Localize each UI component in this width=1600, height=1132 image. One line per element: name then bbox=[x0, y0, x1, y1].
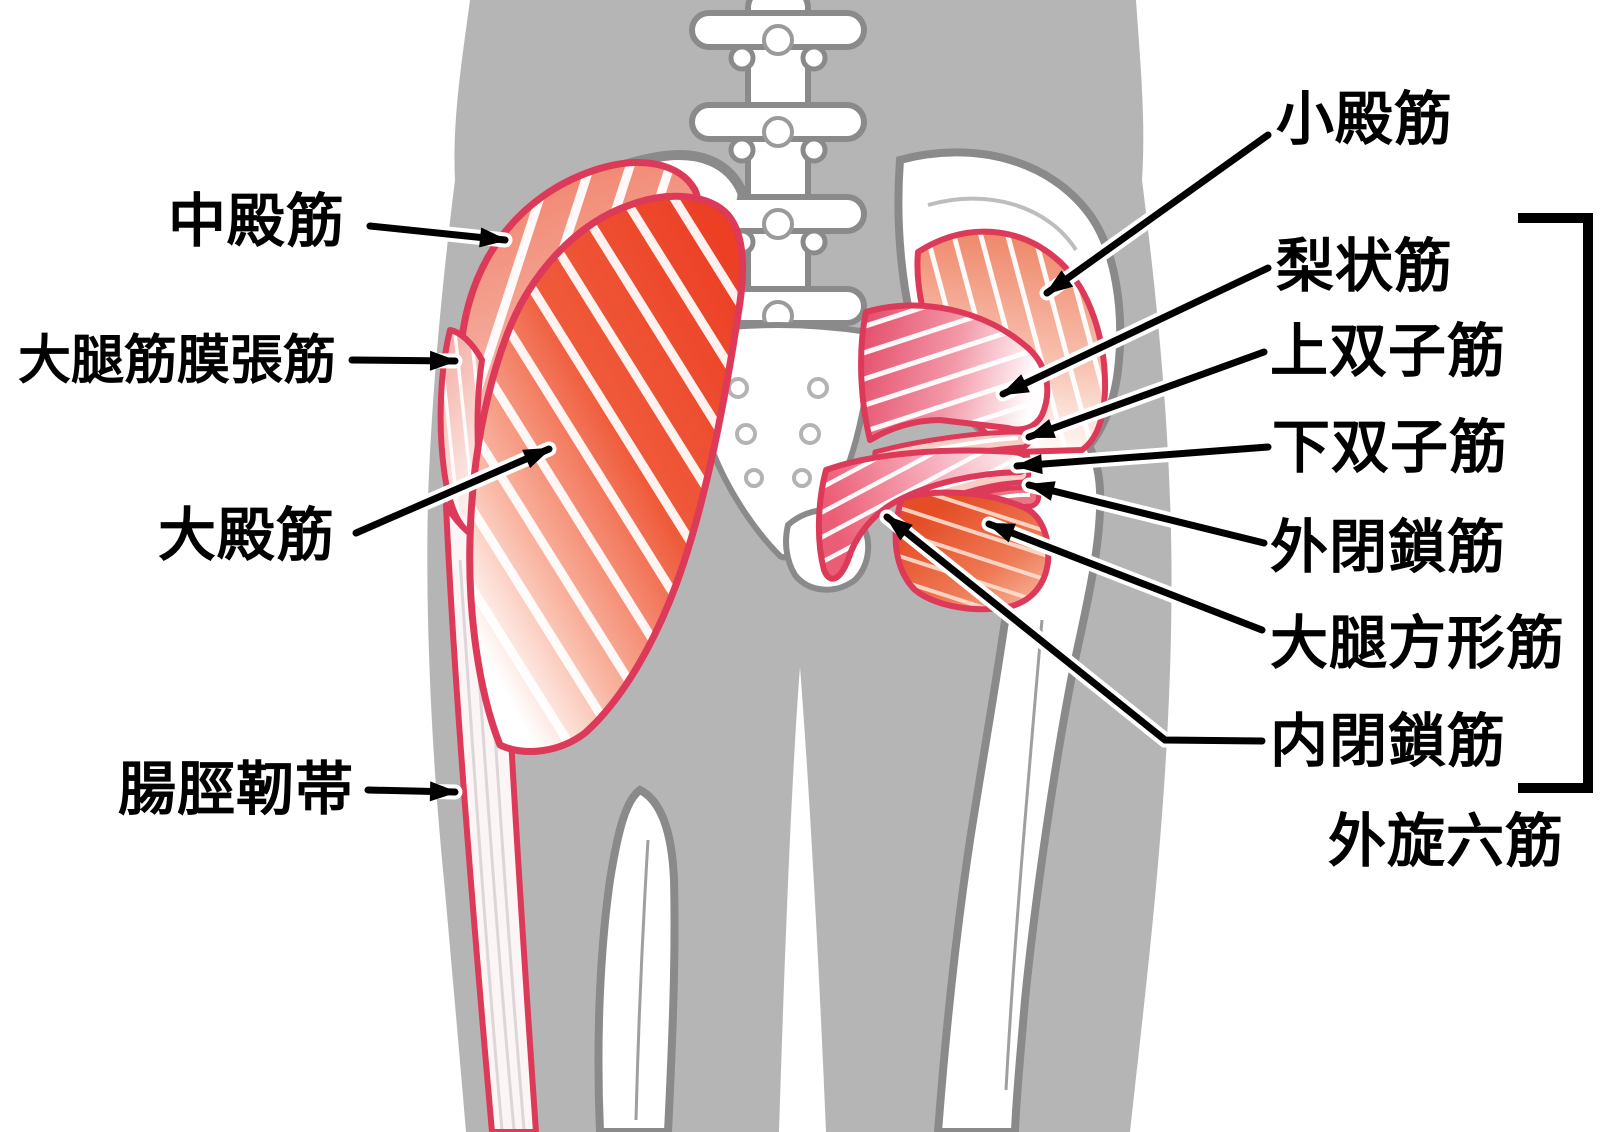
label-obturator-internus: 内閉鎖筋 bbox=[1270, 707, 1507, 775]
leader-line-quadratus-femoris bbox=[985, 520, 1266, 634]
leader-line-gluteus-medius bbox=[366, 222, 509, 248]
label-rotator-group: 外旋六筋 bbox=[1328, 807, 1565, 875]
leader-line-obturator-externus bbox=[1025, 481, 1268, 547]
label-piriformis: 梨状筋 bbox=[1276, 232, 1454, 300]
label-inferior-gemellus: 下双子筋 bbox=[1272, 413, 1509, 481]
label-gluteus-maximus: 大殿筋 bbox=[158, 501, 336, 569]
label-gluteus-medius: 中殿筋 bbox=[168, 187, 346, 255]
leader-line-gluteus-maximus bbox=[352, 445, 553, 537]
leader-line-iliotibial-band bbox=[364, 781, 459, 802]
leader-line-superior-gemellus bbox=[1025, 348, 1268, 441]
label-iliotibial-band: 腸脛靭帯 bbox=[118, 755, 355, 823]
leader-line-obturator-internus bbox=[883, 513, 1266, 745]
leader-line-inferior-gemellus bbox=[1013, 443, 1272, 475]
leader-line-piriformis bbox=[999, 264, 1272, 398]
leader-lines bbox=[344, 127, 1276, 802]
label-obturator-externus: 外閉鎖筋 bbox=[1270, 513, 1507, 581]
label-gluteus-minimus: 小殿筋 bbox=[1276, 85, 1454, 153]
label-superior-gemellus: 上双子筋 bbox=[1270, 317, 1507, 385]
left-femur bbox=[594, 785, 679, 1132]
leader-line-gluteus-minimus bbox=[1043, 131, 1272, 297]
label-tensor-fasciae-latae: 大腿筋膜張筋 bbox=[18, 330, 336, 391]
label-quadratus-femoris: 大腿方形筋 bbox=[1270, 609, 1566, 677]
leader-line-tensor-fasciae-latae bbox=[348, 350, 459, 371]
bracket-external-rotators bbox=[1518, 213, 1593, 793]
